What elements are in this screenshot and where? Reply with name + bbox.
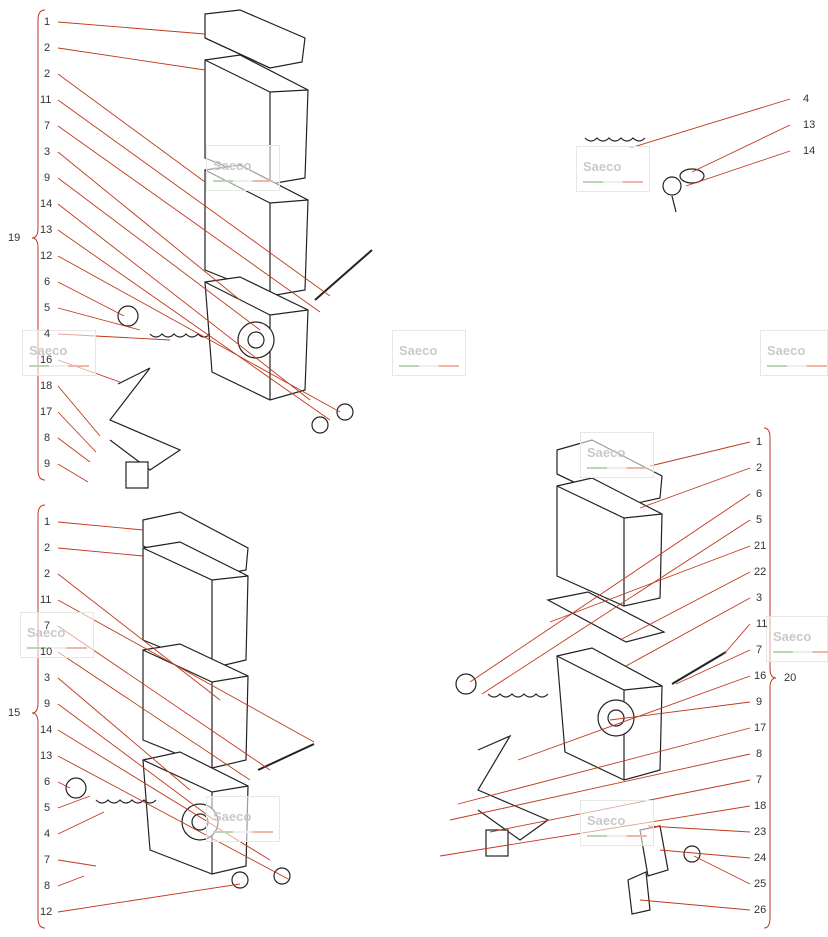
callout-number: 7: [44, 120, 51, 132]
callout-number: 3: [44, 146, 51, 158]
saeco-watermark: Saeco: [760, 330, 828, 376]
callout-number: 9: [44, 172, 51, 184]
callout-number: 17: [40, 406, 53, 418]
callout-number: 14: [40, 198, 53, 210]
callout-number: 2: [44, 42, 51, 54]
callout-number: 14: [40, 724, 53, 736]
callout-number: 12: [40, 250, 53, 262]
callout-number: 10: [40, 646, 53, 658]
callout-number: 2: [44, 568, 51, 580]
callout-number: 1: [44, 16, 51, 28]
callout-number: 23: [754, 826, 767, 838]
callout-number: 24: [754, 852, 767, 864]
callout-number: 9: [44, 698, 51, 710]
saeco-watermark: Saeco: [22, 330, 96, 376]
callout-number: 5: [756, 514, 763, 526]
callout-number: 5: [44, 302, 51, 314]
callout-number: 5: [44, 802, 51, 814]
group-braces: [31, 9, 777, 929]
callout-number: 7: [44, 620, 51, 632]
callout-number: 8: [44, 880, 51, 892]
callout-number: 2: [44, 68, 51, 80]
callout-number: 13: [40, 224, 53, 236]
saeco-watermark: Saeco: [576, 146, 650, 192]
callout-number: 25: [754, 878, 767, 890]
callout-number: 1: [44, 516, 51, 528]
callout-number: 7: [756, 774, 763, 786]
callout-number: 8: [756, 748, 763, 760]
saeco-watermark: Saeco: [206, 145, 280, 191]
callout-number: 7: [756, 644, 763, 656]
callout-number: 11: [40, 594, 52, 606]
callout-number: 22: [754, 566, 767, 578]
callout-number: 6: [44, 776, 51, 788]
spare-parts-drawing: [584, 137, 705, 213]
callout-number: 18: [40, 380, 53, 392]
callout-number: 2: [44, 542, 51, 554]
callout-number: 4: [44, 328, 51, 340]
assembly-20-drawing: [455, 439, 727, 915]
group-label-15: 15: [8, 707, 21, 719]
callout-number: 3: [756, 592, 763, 604]
callout-number: 1: [756, 436, 763, 448]
callout-number: 26: [754, 904, 767, 916]
callout-number: 13: [803, 119, 816, 131]
saeco-watermark: Saeco: [392, 330, 466, 376]
callout-number: 4: [44, 828, 51, 840]
callout-number: 12: [40, 906, 53, 918]
group-label-20: 20: [784, 672, 797, 684]
saeco-watermark: Saeco: [580, 800, 654, 846]
callout-number: 11: [756, 618, 768, 630]
saeco-watermark: Saeco: [206, 796, 280, 842]
callout-number: 18: [754, 800, 767, 812]
callout-number: 9: [756, 696, 763, 708]
callout-number: 7: [44, 854, 51, 866]
assembly-19-drawing: [109, 9, 373, 489]
callout-number: 6: [756, 488, 763, 500]
group-label-19: 19: [8, 232, 21, 244]
callout-number: 11: [40, 94, 52, 106]
callout-number: 16: [40, 354, 53, 366]
saeco-watermark: Saeco: [580, 432, 654, 478]
callout-number: 8: [44, 432, 51, 444]
callout-number: 9: [44, 458, 51, 470]
callout-number: 16: [754, 670, 767, 682]
callout-number: 17: [754, 722, 767, 734]
saeco-watermark: Saeco: [766, 616, 828, 662]
callout-number: 13: [40, 750, 53, 762]
callout-number: 2: [756, 462, 763, 474]
callout-number: 6: [44, 276, 51, 288]
callout-number: 4: [803, 93, 810, 105]
saeco-watermark: Saeco: [20, 612, 94, 658]
callout-number: 21: [754, 540, 767, 552]
callout-number: 14: [803, 145, 816, 157]
callout-number: 3: [44, 672, 51, 684]
